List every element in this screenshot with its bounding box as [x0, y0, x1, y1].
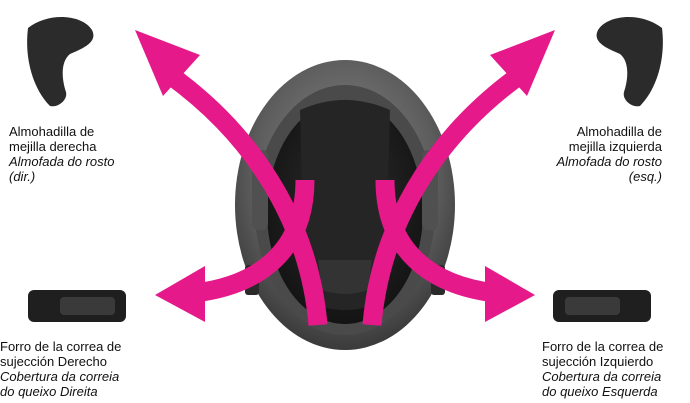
label-strap-cover-left: Forro de la correa de sujección Izquierd…	[542, 339, 663, 399]
label-pt-line1: Almofada do rosto	[9, 154, 115, 169]
label-pt-line2: (dir.)	[9, 169, 115, 184]
cheek-pad-left-image	[597, 17, 663, 106]
label-es-line1: Forro de la correa de	[0, 339, 121, 354]
label-strap-cover-right: Forro de la correa de sujección Derecho …	[0, 339, 121, 399]
label-pt-line1: Cobertura da correia	[0, 369, 121, 384]
cheek-pad-right-image	[27, 17, 93, 106]
arrow-strap-left-head	[485, 266, 535, 322]
label-es-line2: sujección Izquierdo	[542, 354, 663, 369]
label-pt-line1: Almofada do rosto	[556, 154, 662, 169]
label-pt-line2: (esq.)	[556, 169, 662, 184]
label-cheek-pad-left: Almohadilla de mejilla izquierda Almofad…	[556, 124, 662, 184]
label-es-line1: Almohadilla de	[556, 124, 662, 139]
label-es-line2: mejilla izquierda	[556, 139, 662, 154]
label-es-line2: mejilla derecha	[9, 139, 115, 154]
strap-cover-right-image	[28, 290, 126, 322]
arrow-strap-right-head	[155, 266, 205, 322]
label-es-line1: Almohadilla de	[9, 124, 115, 139]
label-es-line2: sujección Derecho	[0, 354, 121, 369]
helmet-neck-roll	[318, 260, 372, 294]
label-pt-line2: do queixo Esquerda	[542, 384, 663, 399]
label-pt-line1: Cobertura da correia	[542, 369, 663, 384]
label-cheek-pad-right: Almohadilla de mejilla derecha Almofada …	[9, 124, 115, 184]
helmet-illustration	[235, 60, 455, 350]
label-es-line1: Forro de la correa de	[542, 339, 663, 354]
strap-cover-left-image	[553, 290, 651, 322]
label-pt-line2: do queixo Direita	[0, 384, 121, 399]
